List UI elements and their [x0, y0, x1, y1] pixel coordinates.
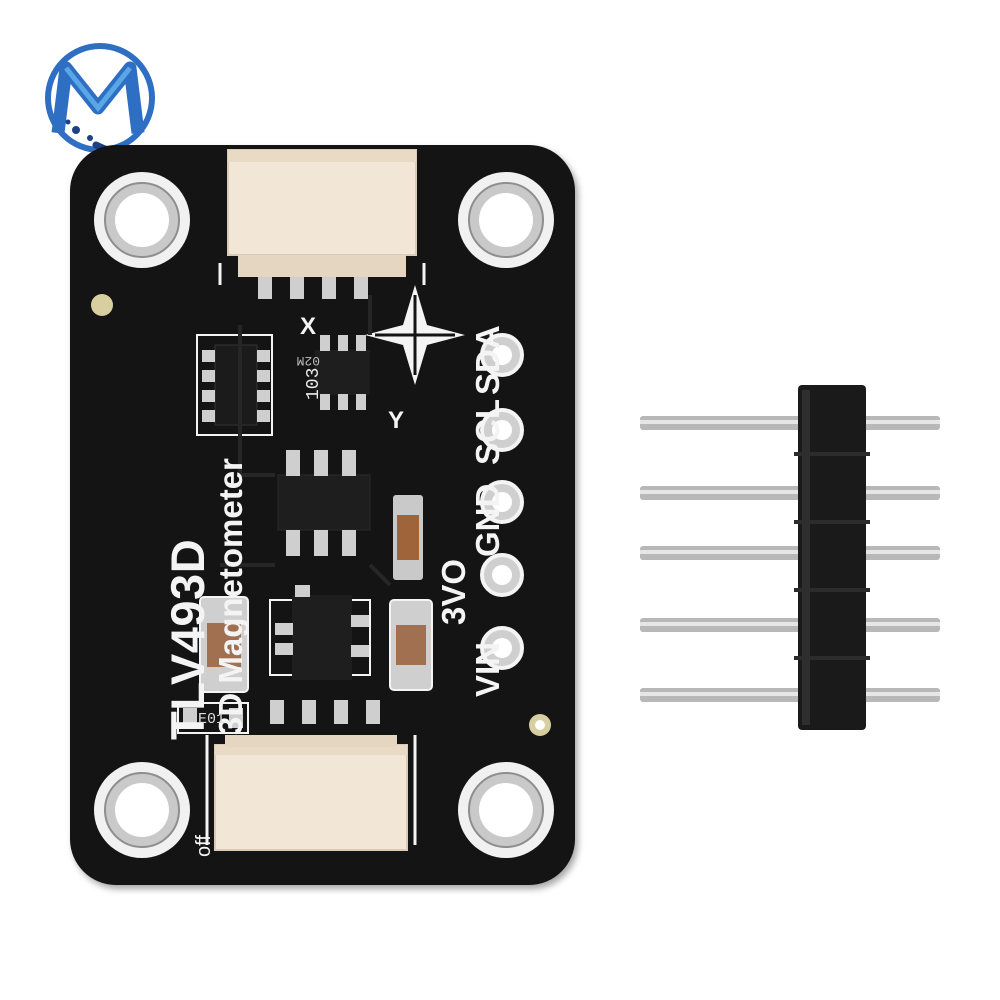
- pin-label-gnd: GND: [469, 483, 506, 557]
- resistor-array-103: [196, 334, 273, 436]
- voltage-regulator-ic: [269, 585, 371, 680]
- board-description-label: 3D Magnetometer: [212, 458, 249, 735]
- mounting-hole-bottom-right: [458, 762, 554, 858]
- pin-label-sda: SDA: [469, 325, 506, 395]
- pin-header: [640, 385, 940, 730]
- board-artwork: [91, 149, 554, 858]
- capacitor-left: [199, 596, 249, 693]
- pin-pads: [480, 333, 524, 670]
- small-part-marking: E01: [198, 711, 226, 728]
- axis-compass-icon: [365, 285, 465, 385]
- magnetometer-sensor-ic: [277, 450, 371, 556]
- small-component-e01: [177, 702, 249, 734]
- top-ic: [315, 335, 370, 410]
- capacitor-right: [389, 599, 433, 691]
- bottom-stemma-connector: [214, 700, 408, 851]
- chip-name-label: TLV493D: [161, 538, 214, 740]
- header-plastic-body: [794, 385, 870, 730]
- pin-label-3vo: 3VO: [435, 558, 472, 625]
- top-ic-marking: 02M: [296, 353, 320, 368]
- capacitor-small: [393, 495, 423, 580]
- mounting-hole-bottom-left: [94, 762, 190, 858]
- top-stemma-connector: [227, 149, 417, 299]
- resistor-array-marking: 103: [304, 367, 324, 400]
- pin-label-vin: VIN: [469, 641, 506, 697]
- mounting-hole-top-left: [94, 172, 190, 268]
- axis-label-x: X: [300, 313, 317, 340]
- mounting-hole-top-right: [458, 172, 554, 268]
- header-pins: [640, 416, 940, 702]
- magnetometer-board: TLV493D 3D Magnetometer SDA SCL GND 3VO …: [70, 145, 575, 885]
- axis-label-y: Y: [388, 407, 405, 434]
- pin-label-scl: SCL: [469, 399, 506, 465]
- switch-label-off: off: [193, 835, 215, 857]
